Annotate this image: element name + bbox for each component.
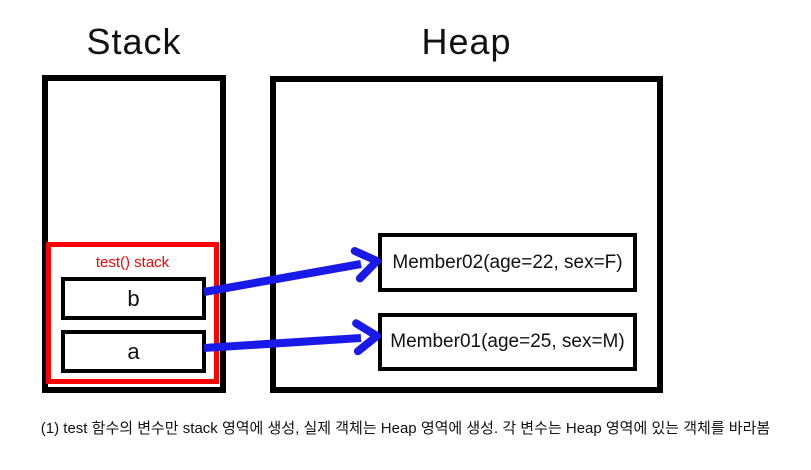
- heap-object-member01: Member01(age=25, sex=M): [378, 313, 637, 371]
- test-stack-frame-label: test() stack: [95, 254, 170, 271]
- heap-object-member02-label: Member02(age=22, sex=F): [392, 251, 623, 273]
- variable-a-label: a: [127, 338, 140, 364]
- stack-region-title: Stack: [86, 21, 182, 62]
- variable-box-b: b: [61, 277, 206, 320]
- variable-b-label: b: [127, 285, 140, 311]
- heap-region-title: Heap: [421, 21, 512, 62]
- heap-object-member01-label: Member01(age=25, sex=M): [390, 331, 625, 352]
- diagram-caption: (1) test 함수의 변수만 stack 영역에 생성, 실제 객체는 He…: [40, 420, 771, 437]
- heap-object-member02: Member02(age=22, sex=F): [378, 233, 637, 292]
- variable-box-a: a: [61, 330, 206, 373]
